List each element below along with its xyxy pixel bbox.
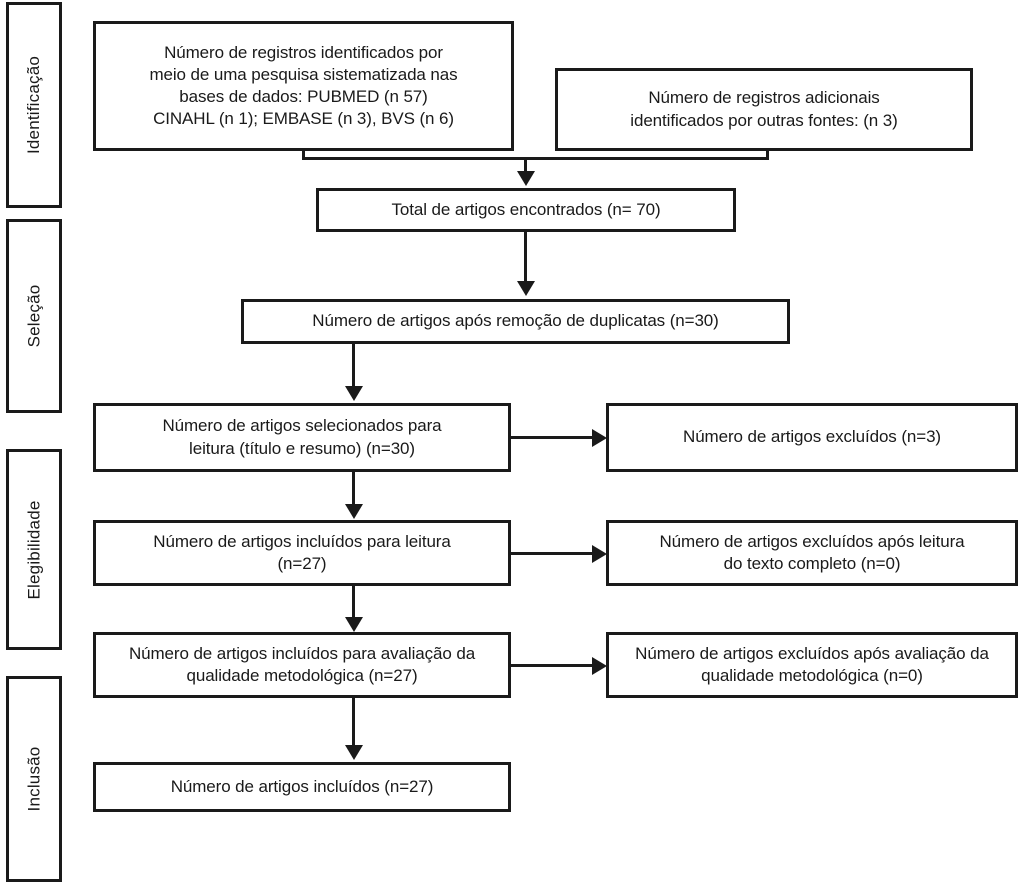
stage-label-inclusao: Inclusão — [6, 676, 62, 882]
arrow-total-to-duplicates-icon — [517, 281, 535, 296]
connector-quality-to-excluded — [511, 664, 595, 667]
node-total-found-text: Total de artigos encontrados (n= 70) — [391, 199, 661, 219]
connector-quality-to-final — [352, 698, 355, 746]
stage-label-elegibilidade: Elegibilidade — [6, 449, 62, 650]
connector-merge-to-total — [524, 157, 527, 173]
connector-merge-bar — [302, 157, 769, 160]
node-after-duplicates-text: Número de artigos após remoção de duplic… — [312, 311, 719, 331]
node-records-additional-text: Número de registros adicionais identific… — [630, 88, 898, 130]
connector-total-to-duplicates — [524, 232, 527, 282]
connector-screened-to-fulltext — [352, 472, 355, 505]
arrow-quality-to-excluded-icon — [592, 657, 607, 675]
stage-label-identificacao-text: Identificação — [24, 55, 43, 155]
node-records-identified-text: Número de registros identificados por me… — [149, 42, 458, 129]
node-final-included: Número de artigos incluídos (n=27) — [93, 762, 511, 812]
node-excluded-fulltext: Número de artigos excluídos após leitura… — [606, 520, 1018, 586]
node-included-quality: Número de artigos incluídos para avaliaç… — [93, 632, 511, 698]
connector-stub-additional-down — [766, 148, 769, 160]
stage-label-inclusao-text: Inclusão — [24, 746, 44, 812]
arrow-duplicates-to-screened-icon — [345, 386, 363, 401]
node-excluded-quality: Número de artigos excluídos após avaliaç… — [606, 632, 1018, 698]
node-records-additional: Número de registros adicionais identific… — [555, 68, 973, 151]
node-records-identified: Número de registros identificados por me… — [93, 21, 514, 151]
node-screened: Número de artigos selecionados para leit… — [93, 403, 511, 472]
connector-duplicates-to-screened — [352, 344, 355, 387]
connector-screened-to-excluded — [511, 436, 595, 439]
stage-label-selecao: Seleção — [6, 219, 62, 413]
node-excluded-screened: Número de artigos excluídos (n=3) — [606, 403, 1018, 472]
node-included-quality-text: Número de artigos incluídos para avaliaç… — [128, 643, 476, 685]
arrow-screened-to-fulltext-icon — [345, 504, 363, 519]
stage-label-selecao-text: Seleção — [24, 284, 43, 348]
node-included-fulltext: Número de artigos incluídos para leitura… — [93, 520, 511, 586]
arrow-screened-to-excluded-icon — [592, 429, 607, 447]
node-final-included-text: Número de artigos incluídos (n=27) — [170, 776, 434, 796]
node-included-fulltext-text: Número de artigos incluídos para leitura… — [153, 531, 451, 573]
connector-stub-identified-down — [302, 148, 305, 160]
arrow-fulltext-to-excluded-icon — [592, 545, 607, 563]
node-excluded-fulltext-text: Número de artigos excluídos após leitura… — [659, 531, 965, 573]
node-screened-text: Número de artigos selecionados para leit… — [162, 416, 442, 458]
node-total-found: Total de artigos encontrados (n= 70) — [316, 188, 736, 232]
node-excluded-quality-text: Número de artigos excluídos após avaliaç… — [635, 643, 989, 685]
stage-label-identificacao: Identificação — [6, 2, 62, 208]
node-after-duplicates: Número de artigos após remoção de duplic… — [241, 299, 790, 344]
arrow-quality-to-final-icon — [345, 745, 363, 760]
arrow-merge-to-total-icon — [517, 171, 535, 186]
arrow-fulltext-to-quality-icon — [345, 617, 363, 632]
connector-fulltext-to-excluded — [511, 552, 595, 555]
stage-label-elegibilidade-text: Elegibilidade — [24, 499, 44, 600]
connector-fulltext-to-quality — [352, 586, 355, 618]
node-excluded-screened-text: Número de artigos excluídos (n=3) — [683, 427, 941, 447]
